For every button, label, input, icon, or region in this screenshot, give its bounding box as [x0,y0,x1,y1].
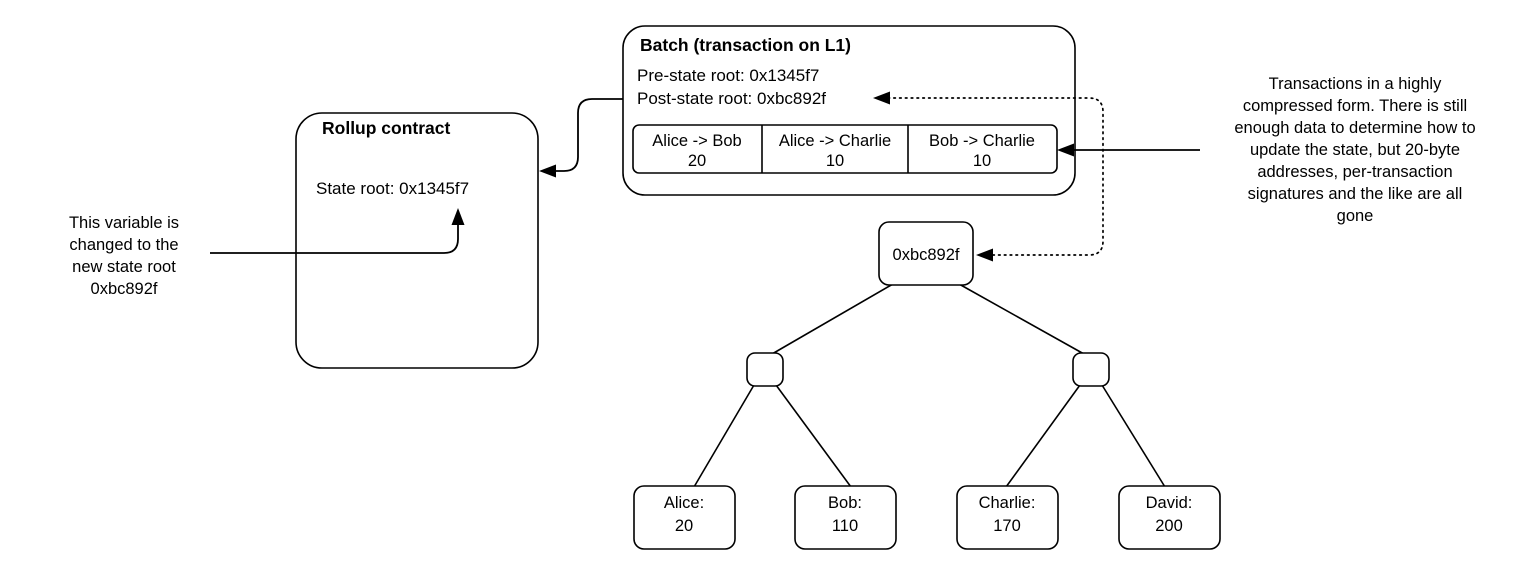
tree-leaf-alice [633,485,736,550]
right-annotation-line-4: addresses, per-transaction [1257,163,1452,181]
tree-edge-root-right [958,283,1085,355]
tree-root-label: 0xbc892f [893,246,960,264]
arrowhead-tree-root [976,248,993,262]
leaf-0-balance: 20 [675,517,693,535]
right-annotation-line-0: Transactions in a highly [1269,75,1442,93]
rollup-contract-box [295,112,539,369]
tree-edge-root-left [771,283,894,355]
batch-title: Batch (transaction on L1) [640,35,851,55]
left-annotation-line-1: changed to the [69,236,178,254]
left-annotation-line-3: 0xbc892f [91,280,158,298]
right-annotation-line-3: update the state, but 20-byte [1250,141,1460,159]
tree-edge-right-charlie [1005,384,1081,488]
right-annotation-line-1: compressed form. There is still [1243,97,1467,115]
arrowhead-post-state-root [873,91,890,105]
batch-post-state-root: Post-state root: 0xbc892f [637,89,826,108]
arrowhead-batch-to-rollup [539,164,556,178]
connector-batch-to-rollup [551,98,623,172]
right-annotation-line-6: gone [1337,207,1374,225]
rollup-contract-state-root: State root: 0x1345f7 [316,179,469,198]
tx-0-parties: Alice -> Bob [652,132,741,150]
tree-leaf-charlie [956,485,1059,550]
connector-left-annotation [210,224,459,254]
batch-pre-state-root: Pre-state root: 0x1345f7 [637,66,819,85]
left-annotation-line-2: new state root [72,258,176,276]
right-annotation-line-2: enough data to determine how to [1234,119,1475,137]
tree-leaf-bob [794,485,897,550]
leaf-2-name: Charlie: [979,494,1036,512]
left-annotation-line-0: This variable is [69,214,179,232]
tx-1-amount: 10 [826,152,844,170]
batch-transactions-table [632,124,1058,174]
right-annotation-line-5: signatures and the like are all [1248,185,1463,203]
tree-edge-left-alice [693,384,755,488]
tx-1-parties: Alice -> Charlie [779,132,891,150]
tree-leaf-david [1118,485,1221,550]
leaf-3-balance: 200 [1155,517,1183,535]
tx-0-amount: 20 [688,152,706,170]
tree-internal-node-right [1072,352,1110,387]
leaf-3-name: David: [1146,494,1193,512]
tx-2-parties: Bob -> Charlie [929,132,1035,150]
tree-root-node [878,221,974,286]
leaf-0-name: Alice: [664,494,704,512]
leaf-2-balance: 170 [993,517,1021,535]
tree-internal-node-left [746,352,784,387]
rollup-contract-title: Rollup contract [322,118,451,138]
leaf-1-balance: 110 [832,517,858,535]
arrowhead-right-annotation [1057,143,1074,157]
arrowhead-left-annotation [451,208,465,225]
tree-edge-left-bob [775,384,852,488]
tx-2-amount: 10 [973,152,991,170]
leaf-1-name: Bob: [828,494,862,512]
tree-edge-right-david [1101,384,1166,488]
